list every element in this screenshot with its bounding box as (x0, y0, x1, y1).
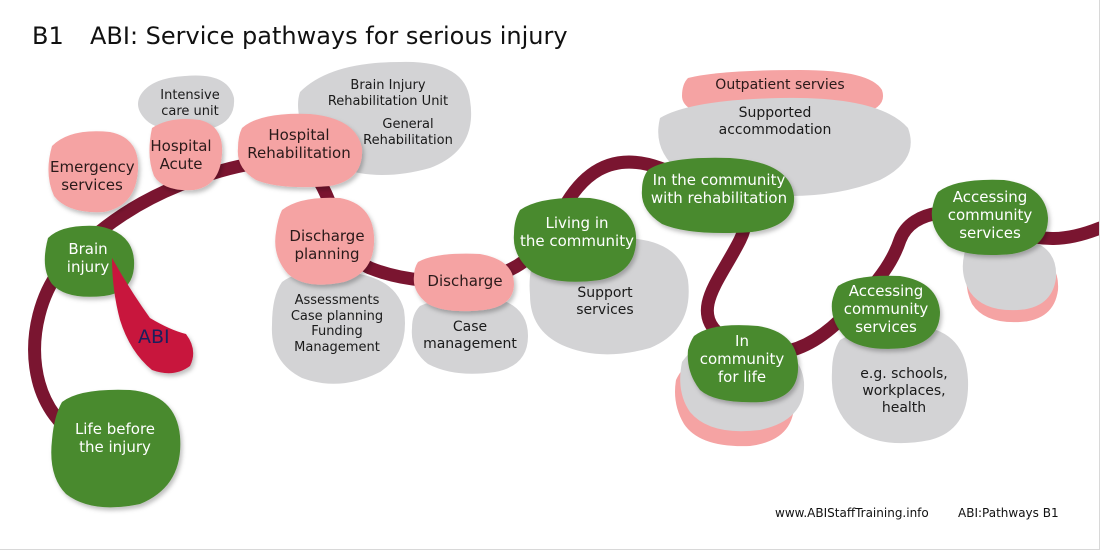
label-life-before: Life before the injury (74, 420, 156, 456)
label-examples: e.g. schools, workplaces, health (860, 366, 948, 416)
grey-blob-planning (271, 271, 405, 384)
pathway-line (28, 155, 1099, 455)
footer-reference: ABI:Pathways B1 (958, 506, 1059, 520)
label-accessing-services-1: Accessing community services (843, 282, 929, 336)
slide-code: B1 (32, 22, 64, 50)
label-hospital-rehab: Hospital Rehabilitation (247, 126, 351, 162)
stage-blobs (44, 113, 1048, 508)
label-brain-injury: Brain injury (66, 240, 110, 276)
pink-blob-discharge-planning (275, 197, 375, 285)
label-living-in-community: Living in the community (520, 214, 634, 250)
label-support-services: Support services (576, 285, 634, 318)
green-blob-living (513, 197, 637, 282)
pink-blob-hospital-acute (149, 119, 223, 191)
label-hospital-acute: Hospital Acute (150, 137, 212, 173)
page-title: ABI: Service pathways for serious injury (90, 22, 568, 50)
green-blob-life-before (51, 389, 181, 508)
label-case-management: Case management (423, 319, 517, 352)
grey-blob-accessing-2 (962, 238, 1057, 311)
label-discharge-planning: Discharge planning (289, 227, 365, 263)
label-abi-tag: ABI (138, 326, 170, 348)
label-brain-injury-unit: Brain Injury Rehabilitation Unit (327, 78, 449, 109)
label-emergency: Emergency services (50, 158, 135, 194)
label-general-rehab: General Rehabilitation (363, 117, 453, 148)
green-blob-brain-injury (44, 225, 135, 297)
abi-tag-shape (112, 258, 194, 374)
footer-website: www.ABIStaffTraining.info (775, 506, 929, 520)
green-blob-community-rehab (641, 157, 795, 233)
label-discharge: Discharge (427, 272, 503, 290)
grey-blob-icu (138, 75, 235, 131)
label-supported-accommodation: Supported accommodation (718, 105, 832, 138)
pink-blob-hospital-rehab (237, 113, 363, 188)
label-community-rehab: In the community with rehabilitation (650, 171, 788, 207)
green-blob-accessing-1 (831, 275, 940, 349)
label-outpatient: Outpatient servies (715, 77, 845, 93)
label-accessing-services-2: Accessing community services (947, 188, 1033, 242)
pink-blob-emergency (48, 131, 139, 213)
green-blob-accessing-2 (931, 179, 1048, 255)
label-planning-notes: Assessments Case planning Funding Manage… (290, 293, 384, 355)
label-intensive-care: Intensive care unit (160, 88, 220, 119)
pink-blob-discharge (413, 253, 514, 312)
grey-blob-case-management (411, 296, 528, 374)
grey-blob-examples (831, 325, 969, 444)
green-blob-for-life (687, 325, 799, 403)
label-community-for-life: In community for life (699, 332, 785, 386)
